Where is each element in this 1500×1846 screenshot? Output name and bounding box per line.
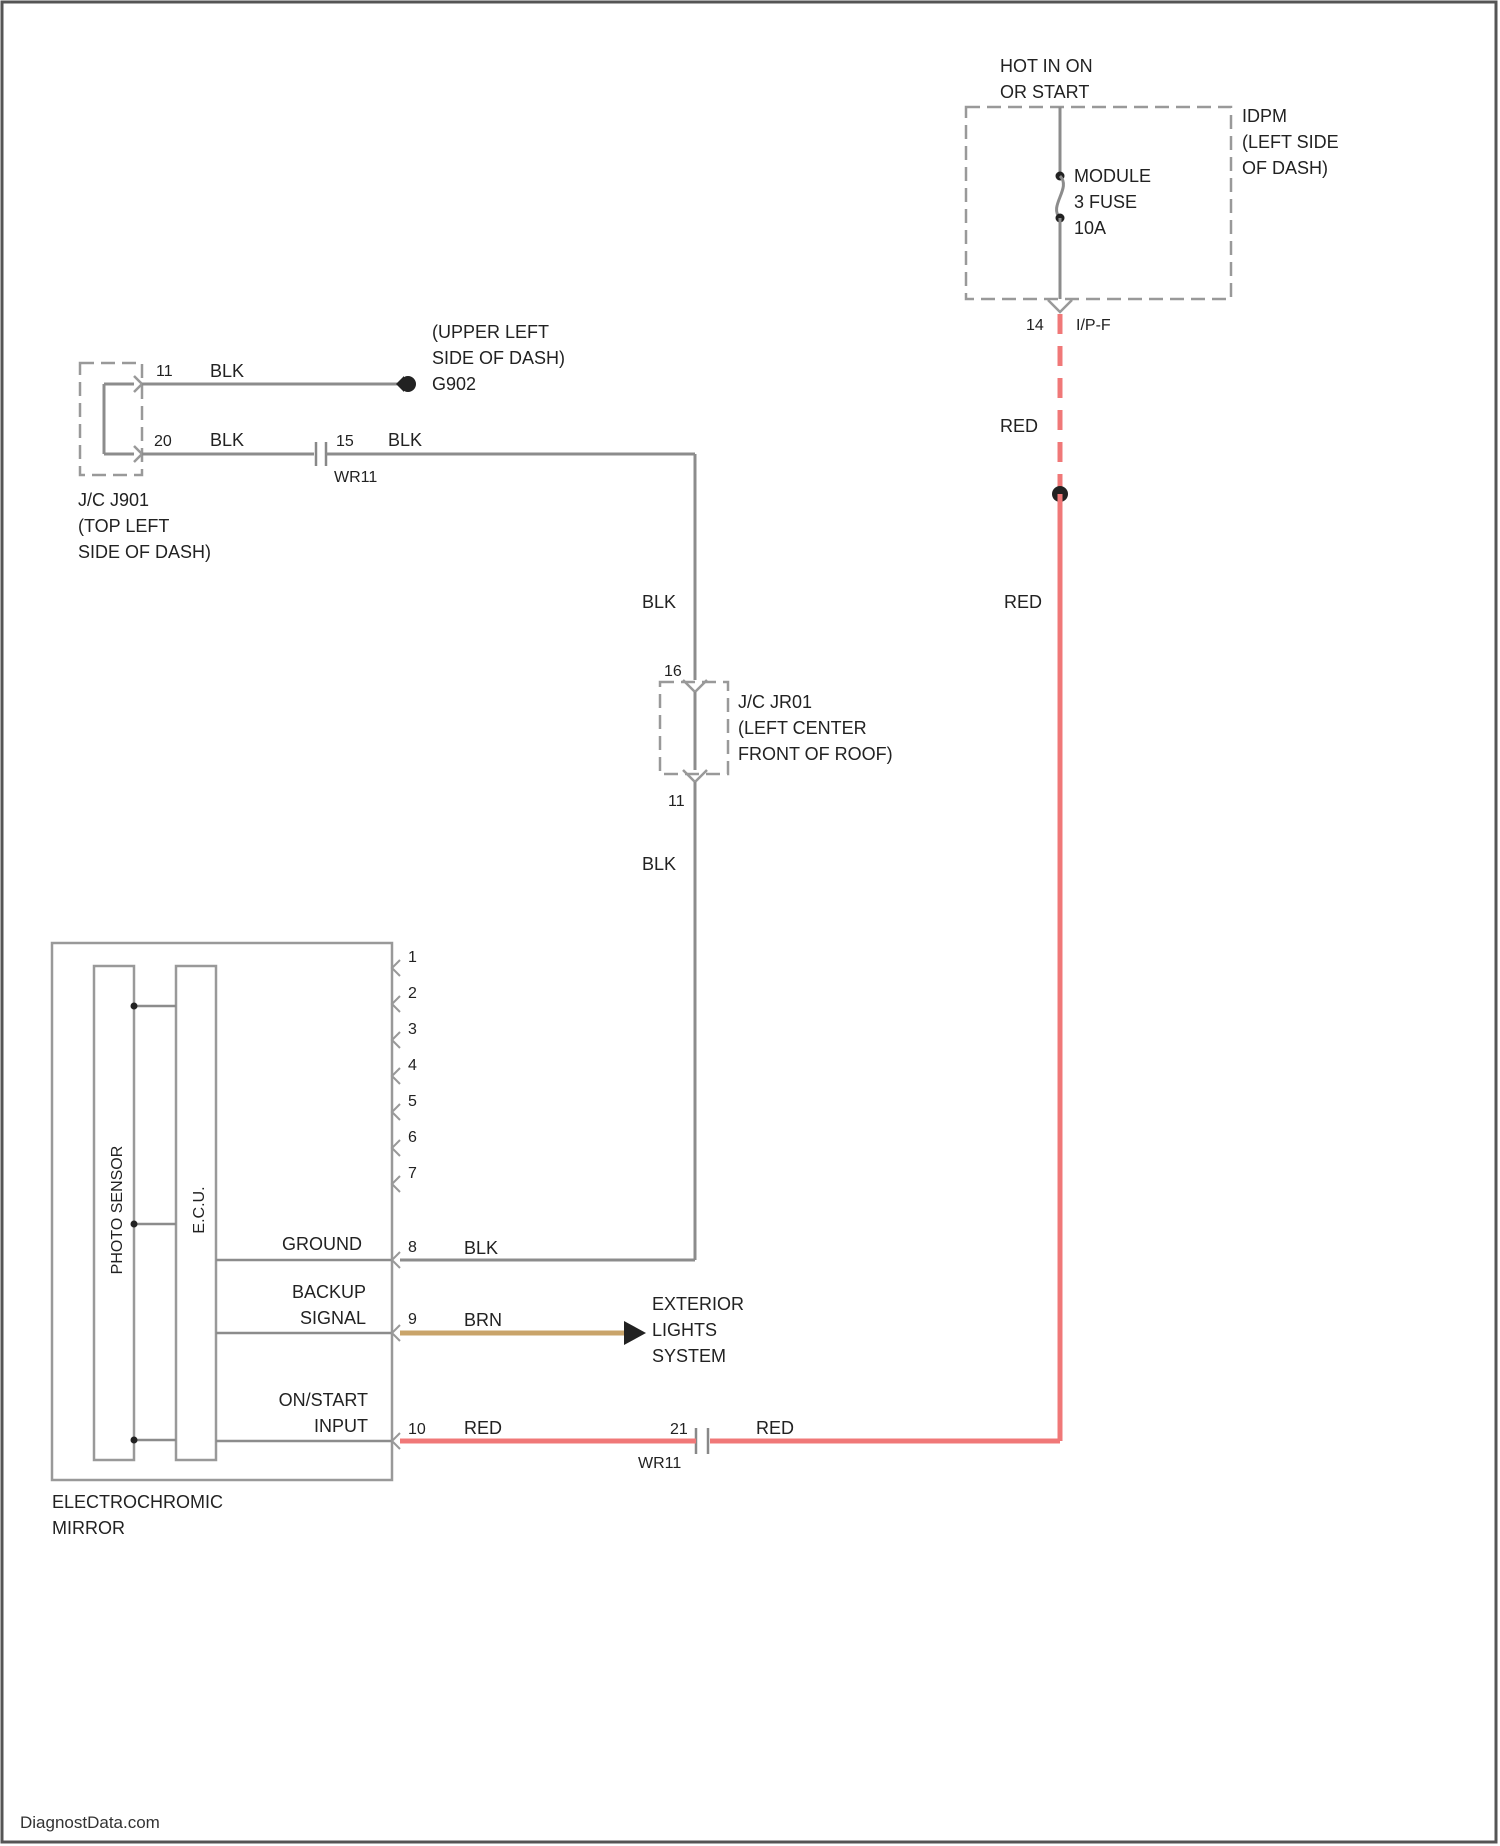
jc-roof-pin-top: 16 — [664, 663, 682, 680]
fuse-label-2: 3 FUSE — [1074, 192, 1137, 212]
hot-label-1: HOT IN ON — [1000, 56, 1093, 76]
hot-label-2: OR START — [1000, 82, 1089, 102]
jc-dash-pin-bottom: 20 — [154, 433, 172, 450]
ground-location-1: (UPPER LEFT — [432, 322, 549, 342]
ecu-label: E.C.U. — [191, 1186, 208, 1233]
jc-dash-location-1: (TOP LEFT — [78, 516, 169, 536]
mirror-name-2: MIRROR — [52, 1518, 125, 1538]
inline-1-name: WR11 — [334, 469, 377, 486]
ground-name: G902 — [432, 374, 476, 394]
exterior-line-3: SYSTEM — [652, 1346, 726, 1366]
jc-dash-name: J/C J901 — [78, 490, 149, 510]
onstart-pin-number: 10 — [408, 1421, 426, 1438]
mirror-name-1: ELECTROCHROMIC — [52, 1492, 223, 1512]
jc-roof-pin-bottom: 11 — [668, 793, 685, 810]
ground-location-2: SIDE OF DASH) — [432, 348, 565, 368]
fuse-icon — [1057, 176, 1064, 218]
mirror-pin-7-label: 7 — [408, 1165, 417, 1182]
photo-sensor-label: PHOTO SENSOR — [109, 1146, 126, 1275]
backup-label-1: BACKUP — [292, 1282, 366, 1302]
mirror-pin-2-label: 2 — [408, 985, 417, 1002]
brn-label: BRN — [464, 1310, 502, 1330]
ground-pin-label: GROUND — [282, 1234, 362, 1254]
exterior-line-1: EXTERIOR — [652, 1294, 744, 1314]
idpm-connector-icon — [1048, 300, 1072, 312]
sensor-node-3 — [131, 1437, 138, 1444]
jc-dash-box — [80, 363, 142, 475]
idpm-name: IDPM — [1242, 106, 1287, 126]
idpm-location-1: (LEFT SIDE — [1242, 132, 1339, 152]
ground-wire-color: BLK — [210, 361, 244, 381]
sensor-node-1 — [131, 1003, 138, 1010]
jc-roof-location-2: FRONT OF ROOF) — [738, 744, 893, 764]
inline-2-name: WR11 — [638, 1455, 681, 1472]
blk-label-3: BLK — [642, 592, 676, 612]
idpm-connector: I/P-F — [1076, 317, 1111, 334]
blk-label-4: BLK — [642, 854, 676, 874]
red-label-2: RED — [1004, 592, 1042, 612]
exterior-arrow-icon — [624, 1321, 646, 1345]
blk-label-5: BLK — [464, 1238, 498, 1258]
mirror-pin-5-label: 5 — [408, 1093, 417, 1110]
onstart-label-2: INPUT — [314, 1416, 368, 1436]
onstart-label-1: ON/START — [279, 1390, 368, 1410]
inline-2-pin: 21 — [670, 1421, 688, 1438]
ground-pin-number: 8 — [408, 1239, 417, 1256]
mirror-pin-6-label: 6 — [408, 1129, 417, 1146]
mirror-pin-1-label: 1 — [408, 949, 417, 966]
jc-roof-location-1: (LEFT CENTER — [738, 718, 867, 738]
idpm-pin: 14 — [1026, 317, 1044, 334]
mirror-pin-3-label: 3 — [408, 1021, 417, 1038]
exterior-line-2: LIGHTS — [652, 1320, 717, 1340]
backup-pin-number: 9 — [408, 1311, 417, 1328]
inline-1-pin: 15 — [336, 433, 354, 450]
blk-label-2: BLK — [388, 430, 422, 450]
fuse-rating: 10A — [1074, 218, 1106, 238]
red-label-1: RED — [1000, 416, 1038, 436]
jc-dash-location-2: SIDE OF DASH) — [78, 542, 211, 562]
jc-roof-name: J/C JR01 — [738, 692, 812, 712]
red-label-4: RED — [464, 1418, 502, 1438]
idpm-location-2: OF DASH) — [1242, 158, 1328, 178]
mirror-pin-4-label: 4 — [408, 1057, 417, 1074]
jc-roof-connector-bottom — [683, 770, 707, 782]
jc-dash-pin-top: 11 — [156, 363, 173, 380]
red-label-3: RED — [756, 1418, 794, 1438]
blk-label-1: BLK — [210, 430, 244, 450]
watermark: DiagnostData.com — [20, 1813, 160, 1832]
backup-label-2: SIGNAL — [300, 1308, 366, 1328]
fuse-label-1: MODULE — [1074, 166, 1151, 186]
ground-terminal — [400, 376, 416, 392]
sensor-node-2 — [131, 1221, 138, 1228]
